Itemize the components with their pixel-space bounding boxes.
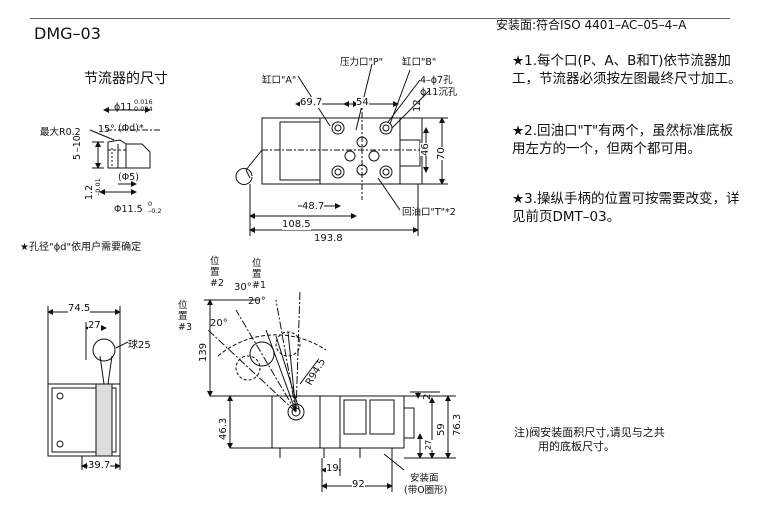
dim-59: 59 — [436, 423, 447, 436]
note-1: ★1.每个口(P、A、B和T)依节流器加工，节流器必须按左图最终尺寸加工。 — [512, 53, 742, 87]
orifice-phi11-5: Φ11.5 — [114, 204, 143, 215]
port-b-label: 缸口"B" — [402, 57, 437, 68]
pos1-char-3: #1 — [252, 280, 267, 291]
footnote-line-2: 用的底板尺寸。 — [538, 440, 615, 453]
position-1-label: 位 置 #1 — [252, 258, 266, 291]
model-label: DMG–03 — [34, 24, 101, 43]
orifice-phi11: ϕ11 — [114, 102, 133, 113]
angle-20-left: 20° — [210, 318, 228, 329]
dim-193-8: 193.8 — [314, 233, 343, 244]
top-view-drawing — [235, 63, 448, 236]
pos2-char-3: #2 — [210, 278, 225, 289]
pos3-char-2: 置 — [178, 311, 188, 322]
position-2-label: 位 置 #2 — [210, 256, 224, 289]
port-t-label: 回油口"T"*2 — [402, 207, 456, 218]
dim-39-7: 39.7 — [88, 460, 111, 471]
orifice-phi11-5-tolerance: 0 –0.2 — [148, 201, 162, 215]
note-2: ★2.回油口"T"有两个，虽然标准底板用左方的一个，但两个都可用。 — [512, 123, 734, 157]
mounting-standard: 安装面:符合ISO 4401–AC–05–4–A — [496, 18, 687, 32]
orifice-drawing — [89, 107, 160, 195]
orifice-note: ★孔径"ϕd"依用户需要确定 — [20, 242, 142, 253]
orifice-dim-1-2-tol: –0.01 — [94, 178, 102, 196]
orifice-dim-10: –10 — [72, 135, 83, 152]
front-view-drawing — [204, 289, 456, 492]
pos1-char-1: 位 — [252, 258, 262, 269]
dim-54: 54 — [356, 97, 369, 108]
dim-12: 12 — [412, 99, 423, 112]
dim-19: 19 — [326, 463, 339, 474]
pos3-char-1: 位 — [178, 300, 188, 311]
dim-70: 70 — [436, 147, 447, 160]
footnote-line-1: 注)阀安装面积尺寸,请见与之共 — [514, 426, 665, 439]
tol-lower: 0.034 — [134, 105, 153, 113]
tol-upper: 0.016 — [134, 98, 153, 106]
pos3-char-3: #3 — [178, 322, 193, 333]
footnote: 注)阀安装面积尺寸,请见与之共 用的底板尺寸。 — [514, 426, 665, 454]
dim-74-5: 74.5 — [68, 303, 91, 314]
orifice-phi-d: (Φd)* — [118, 123, 144, 134]
port-a-label: 缸口"A" — [262, 75, 297, 86]
angle-20-right: 20° — [248, 296, 266, 307]
angle-30: 30° — [234, 282, 252, 293]
dim-2: 2 — [422, 393, 433, 400]
dim-108-5: 108.5 — [282, 219, 311, 230]
pos1-char-2: 置 — [252, 269, 262, 280]
dim-27-front: 27 — [424, 439, 433, 450]
ball-label: 球25 — [128, 340, 151, 351]
dim-69-7: 69.7 — [300, 97, 323, 108]
header-rule — [30, 18, 730, 19]
dim-139: 139 — [198, 342, 209, 362]
dim-27-side: 27 — [88, 320, 101, 331]
orifice-title: 节流器的尺寸 — [84, 71, 168, 87]
orifice-dim-5: 5 — [72, 153, 83, 160]
dim-48-7: 48.7 — [302, 201, 325, 212]
orifice-phi11-tolerance: 0.016 0.034 — [134, 99, 153, 113]
pos2-char-1: 位 — [210, 256, 220, 267]
dim-46: 46 — [420, 143, 431, 156]
position-3-label: 位 置 #3 — [178, 300, 192, 333]
tol-upper: 0 — [148, 200, 153, 208]
oring-label: (带O圈形) — [404, 485, 448, 496]
port-p-label: 压力口"P" — [340, 57, 383, 68]
dim-76-3: 76.3 — [452, 413, 463, 436]
holes-label: 4–ϕ7孔 — [420, 75, 453, 86]
dim-46-3: 46.3 — [218, 417, 229, 440]
orifice-phi5: (Φ5) — [118, 172, 139, 183]
mount-surface-label: 安装面 — [410, 473, 439, 484]
note-3: ★3.操纵手柄的位置可按需要改变，详见前页DMT–03。 — [512, 191, 740, 225]
orifice-angle: 15° — [98, 124, 115, 135]
counterbore-label: ϕ11沉孔 — [420, 87, 458, 98]
tol-lower: –0.2 — [148, 207, 162, 215]
orifice-max-radius: 最大R0.2 — [40, 127, 81, 138]
pos2-char-2: 置 — [210, 267, 220, 278]
dim-92: 92 — [352, 479, 365, 490]
